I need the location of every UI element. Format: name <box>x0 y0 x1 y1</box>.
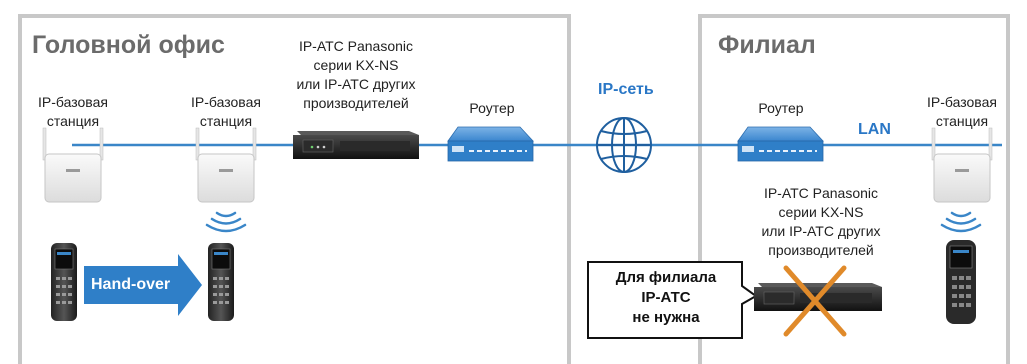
handover-arrow <box>84 254 202 316</box>
pbx-label: IP-АТС Panasonic серии KX-NS или IP-АТС … <box>296 38 416 111</box>
lan-label: LAN <box>858 121 891 138</box>
rugged-handset-icon <box>946 240 976 324</box>
base-station-icon <box>195 127 257 203</box>
head-office-panel <box>18 14 571 364</box>
base-station-label: IP-базовая станция <box>38 94 108 129</box>
wireless-signal-icon <box>940 211 982 233</box>
ip-network-globe-icon <box>596 117 652 173</box>
pbx-label: IP-АТС Panasonic серии KX-NS или IP-АТС … <box>761 185 881 258</box>
base-station-label: IP-базовая станция <box>927 94 997 129</box>
router-icon <box>737 126 824 162</box>
ip-network-label: IP-сеть <box>598 81 654 98</box>
base-station-icon <box>931 127 993 203</box>
router-label: Роутер <box>469 100 515 116</box>
head-office-title: Головной офис <box>32 31 225 59</box>
wireless-signal-icon <box>205 211 247 233</box>
router-label: Роутер <box>758 100 804 116</box>
dect-handset-icon <box>51 243 77 321</box>
base-station-label: IP-базовая станция <box>191 94 261 129</box>
callout-bubble <box>587 261 758 339</box>
dect-handset-icon <box>208 243 234 321</box>
router-icon <box>447 126 534 162</box>
handover-label: Hand-over <box>91 276 171 293</box>
callout-text: Для филиала IP-АТС не нужна <box>615 269 717 326</box>
branch-title: Филиал <box>718 31 816 59</box>
cross-mark-icon <box>783 265 847 337</box>
base-station-icon <box>42 127 104 203</box>
pbx-device-icon <box>293 131 419 159</box>
